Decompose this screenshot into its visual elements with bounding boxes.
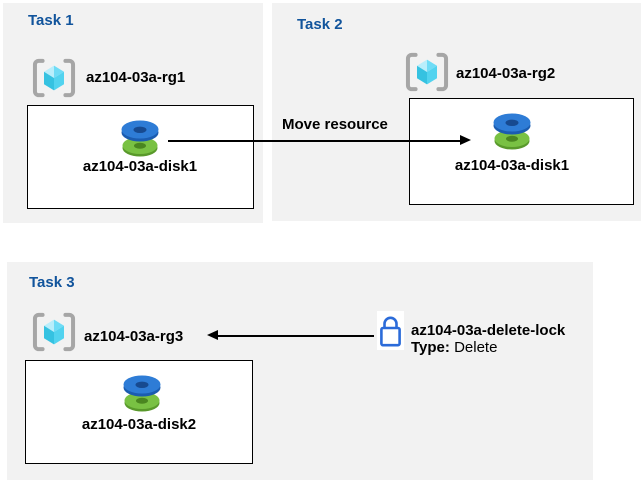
task3-disk-name: az104-03a-disk2 — [81, 416, 197, 433]
disk-icon — [121, 120, 159, 157]
lock-plate — [377, 311, 404, 350]
move-arrow-line — [168, 140, 460, 142]
lock-type-label: Type: — [411, 339, 450, 356]
move-arrow-head — [460, 135, 471, 145]
lock-type-row: Type: Delete — [411, 339, 497, 356]
disk-icon — [493, 113, 531, 150]
move-arrow-label: Move resource — [282, 116, 388, 133]
task2-disk-name: az104-03a-disk1 — [454, 157, 570, 174]
rg2-name: az104-03a-rg2 — [456, 65, 556, 82]
lock-name: az104-03a-delete-lock — [411, 322, 566, 339]
lock-icon — [380, 316, 401, 347]
rg1-name: az104-03a-rg1 — [86, 69, 186, 86]
resource-group-icon — [32, 312, 76, 352]
resource-group-icon — [405, 52, 449, 92]
task2-label: Task 2 — [297, 16, 343, 33]
lock-arrow-line — [218, 335, 374, 337]
lock-arrow-head — [207, 330, 218, 340]
lock-type-value: Delete — [454, 339, 498, 356]
resource-group-icon — [32, 58, 76, 98]
disk-icon — [123, 375, 161, 412]
task1-disk-name: az104-03a-disk1 — [82, 158, 198, 175]
rg3-name: az104-03a-rg3 — [84, 328, 184, 345]
task3-label: Task 3 — [29, 274, 75, 291]
task1-label: Task 1 — [28, 12, 74, 29]
